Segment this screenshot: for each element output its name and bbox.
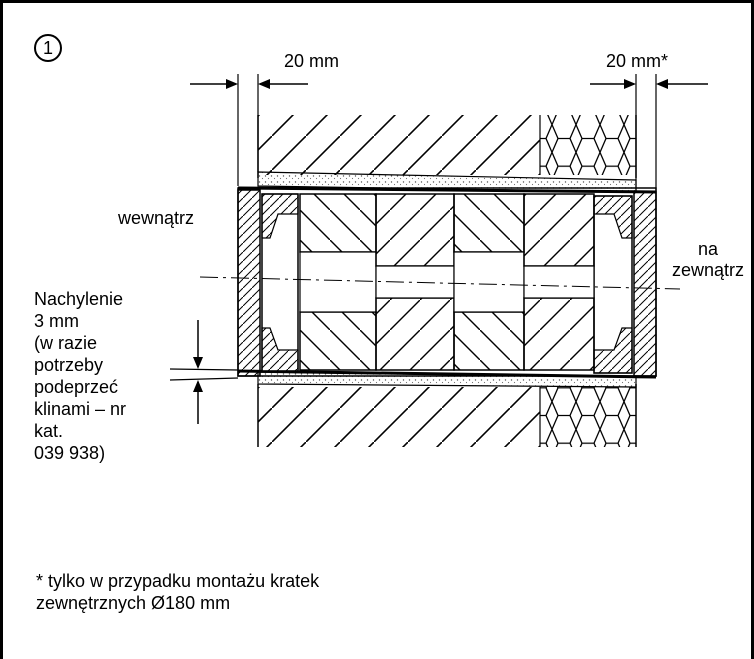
dimension-left-label: 20 mm: [284, 51, 340, 71]
slope-note-line: potrzeby: [34, 355, 104, 375]
dimension-right-label: 20 mm*: [606, 51, 669, 71]
outside-label-line1: na: [698, 239, 719, 259]
slope-note-line: Nachylenie: [34, 289, 124, 309]
outside-label-line2: zewnątrz: [672, 260, 745, 280]
core-segment-3: [453, 193, 525, 371]
slope-note-line: 3 mm: [34, 311, 79, 331]
dimension-right: [590, 74, 708, 192]
dimension-left: [190, 74, 308, 186]
footnote-line: zewnętrznych Ø180 mm: [36, 593, 231, 613]
core-segment-4: [523, 193, 595, 371]
footnote: * tylko w przypadku montażu kratek zewnę…: [36, 570, 319, 614]
slope-note: Nachylenie 3 mm (w razie potrzeby podepr…: [34, 288, 126, 464]
center-axis: [199, 276, 681, 290]
slope-note-line: (w razie: [34, 333, 98, 353]
inside-label: wewnątrz: [118, 208, 195, 228]
wall-lower: [258, 387, 636, 447]
slope-note-line: 039 938): [34, 443, 106, 463]
slope-dimension: [169, 320, 239, 424]
footnote-line: * tylko w przypadku montażu kratek: [36, 571, 320, 591]
slope-note-line: klinami – nr: [34, 399, 127, 419]
inner-end-cap: [237, 189, 299, 377]
outer-end-cap: [593, 191, 657, 377]
slope-note-line: podeprzeć: [34, 377, 119, 397]
slope-note-line: kat.: [34, 421, 64, 441]
wall-upper: [258, 115, 636, 175]
core-segment-1: [299, 193, 377, 371]
step-number-badge: 1: [34, 34, 62, 62]
